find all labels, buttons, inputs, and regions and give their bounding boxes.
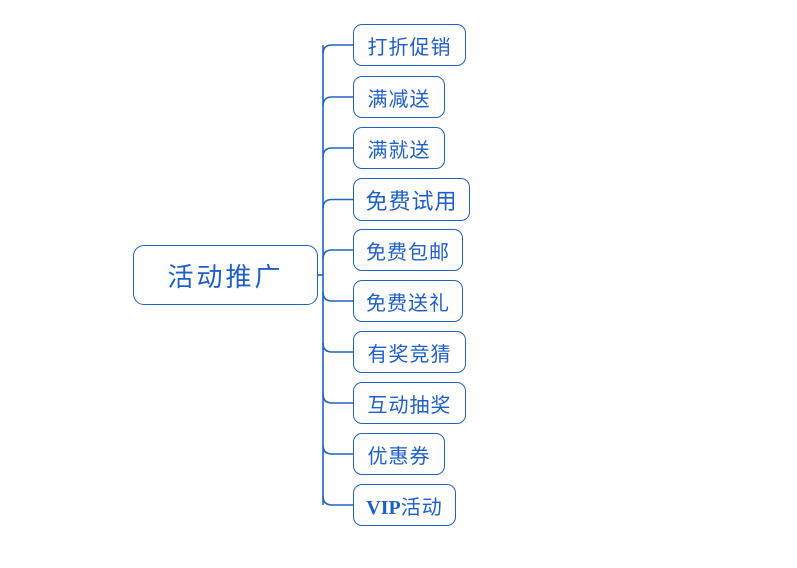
child-node-10[interactable]: VIP活动 — [353, 484, 456, 526]
branch-line-2 — [322, 96, 353, 107]
child-node-4[interactable]: 免费试用 — [353, 178, 470, 221]
child-node-9[interactable]: 优惠券 — [353, 433, 445, 475]
child-node-5[interactable]: 免费包邮 — [353, 229, 463, 271]
node-label: 活动推广 — [167, 261, 284, 292]
node-label-latin: VIP — [366, 496, 401, 519]
node-label: 免费送礼 — [366, 292, 450, 315]
child-node-3[interactable]: 满就送 — [353, 127, 445, 169]
node-label: VIP活动 — [366, 491, 442, 520]
node-label: 满就送 — [367, 139, 431, 162]
node-label: 优惠券 — [367, 445, 431, 468]
node-label-cjk: 活动 — [400, 496, 443, 519]
branch-line-1 — [322, 44, 353, 55]
branch-line-5 — [322, 249, 353, 260]
node-label: 打折促销 — [367, 36, 452, 59]
node-label: 免费包邮 — [366, 241, 450, 264]
node-label: 互动抽奖 — [367, 394, 452, 417]
node-label: 满减送 — [367, 88, 431, 111]
branch-line-8 — [322, 393, 353, 404]
node-label: 免费试用 — [365, 188, 458, 214]
root-node[interactable]: 活动推广 — [133, 245, 318, 305]
child-node-6[interactable]: 免费送礼 — [353, 280, 463, 322]
branch-line-10 — [322, 495, 353, 506]
node-label: 有奖竞猜 — [367, 343, 452, 366]
branch-line-6 — [322, 291, 353, 302]
child-node-1[interactable]: 打折促销 — [353, 24, 466, 66]
branch-line-4 — [322, 198, 353, 209]
child-node-2[interactable]: 满减送 — [353, 76, 445, 118]
child-node-7[interactable]: 有奖竞猜 — [353, 331, 466, 373]
branch-line-7 — [322, 342, 353, 353]
child-node-8[interactable]: 互动抽奖 — [353, 382, 466, 424]
branch-line-3 — [322, 147, 353, 158]
branch-line-9 — [322, 444, 353, 455]
